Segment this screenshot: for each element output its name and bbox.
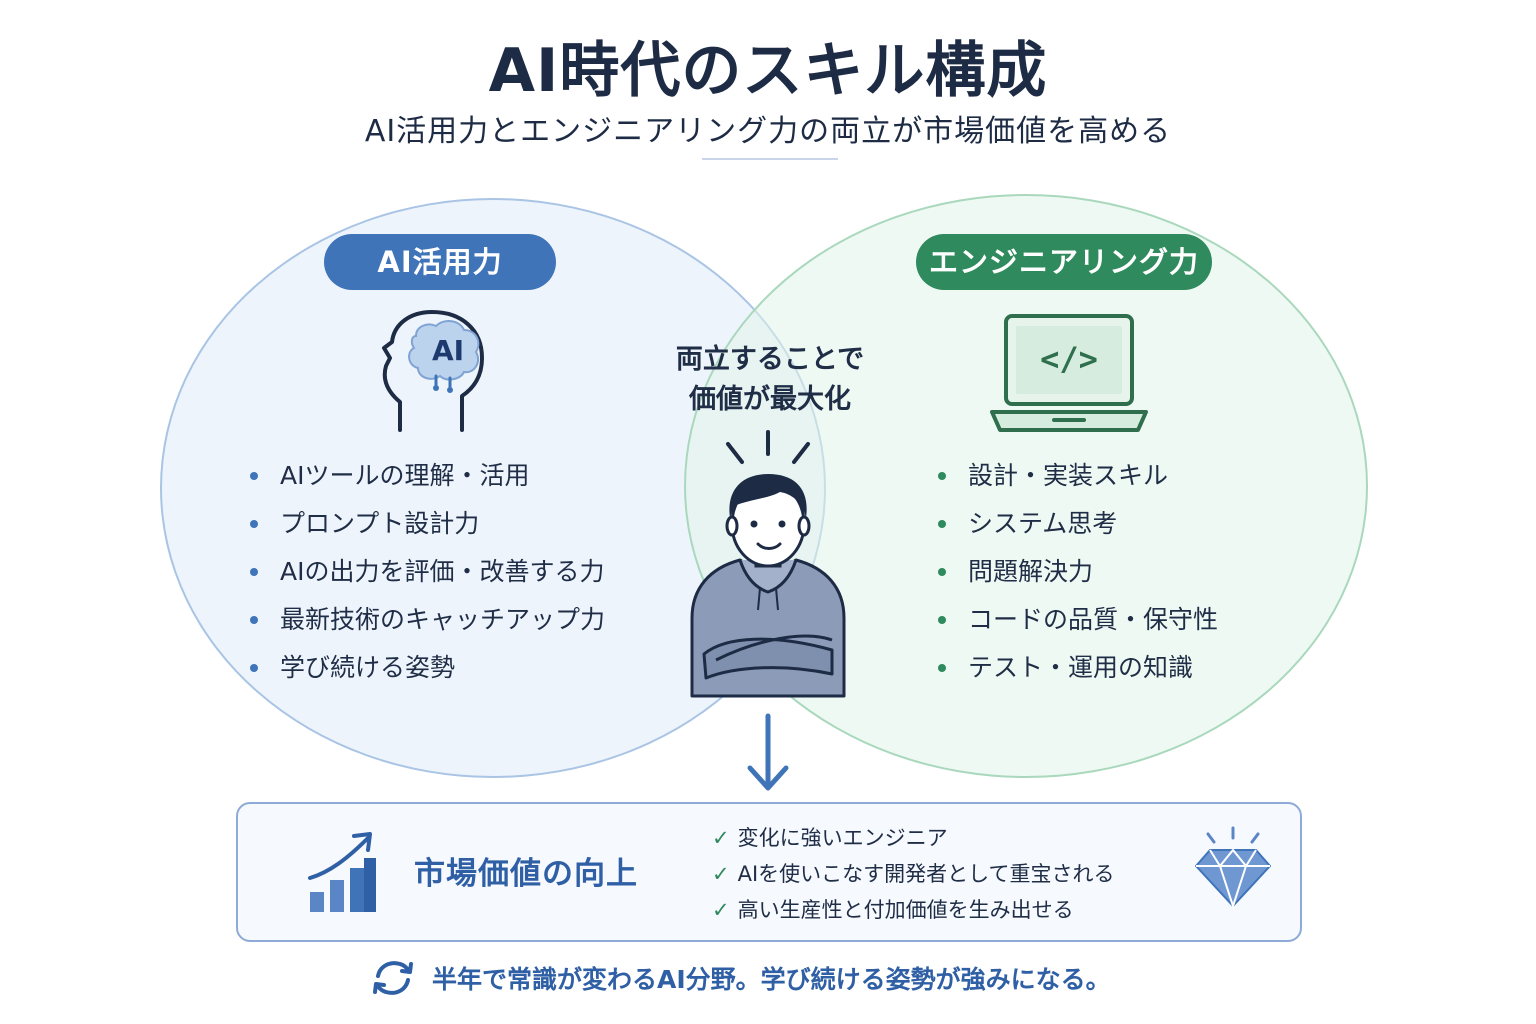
result-title: 市場価値の向上 xyxy=(414,856,638,892)
list-item: AIの出力を評価・改善する力 xyxy=(248,548,605,596)
result-benefit-list: ✓ 変化に強いエンジニア ✓ AIを使いこなす開発者として重宝される ✓ 高い生産性と… xyxy=(712,820,1115,928)
ai-skill-label: AI活用力 xyxy=(324,234,556,290)
list-item: ✓ AIを使いこなす開発者として重宝される xyxy=(712,856,1115,892)
list-item: ✓ 変化に強いエンジニア xyxy=(712,820,1115,856)
benefit-text: 高い生産性と付加価値を生み出せる xyxy=(737,898,1074,922)
intersection-text: 両立することで 価値が最大化 xyxy=(650,340,890,420)
page-subtitle: AI活用力とエンジニアリング力の両立が市場価値を高める xyxy=(364,114,1172,149)
list-item: コードの品質・保守性 xyxy=(936,596,1218,644)
list-item: システム思考 xyxy=(936,500,1218,548)
engineering-skill-list: 設計・実装スキル システム思考 問題解決力 コードの品質・保守性 テスト・運用の… xyxy=(936,452,1218,692)
footer-message: 半年で常識が変わるAI分野。学び続ける姿勢が強みになる。 xyxy=(432,965,1111,994)
list-item: 設計・実装スキル xyxy=(936,452,1218,500)
intersection-line-1: 両立することで xyxy=(675,344,865,375)
list-item: ✓ 高い生産性と付加価値を生み出せる xyxy=(712,892,1115,928)
code-icon-text: </> xyxy=(1040,340,1098,378)
refresh-cycle-icon xyxy=(373,961,413,995)
page-title: AI時代のスキル構成 xyxy=(488,36,1048,106)
ai-icon-text: AI xyxy=(432,334,464,367)
benefit-text: 変化に強いエンジニア xyxy=(737,826,948,850)
person-crossed-arms-icon xyxy=(690,430,846,698)
list-item: AIツールの理解・活用 xyxy=(248,452,605,500)
engineering-skill-label: エンジニアリング力 xyxy=(916,234,1212,290)
check-icon: ✓ xyxy=(712,826,730,850)
diamond-icon xyxy=(1195,826,1271,910)
down-arrow-icon xyxy=(747,713,789,791)
list-item: テスト・運用の知識 xyxy=(936,644,1218,692)
list-item: 学び続ける姿勢 xyxy=(248,644,605,692)
ai-skill-list: AIツールの理解・活用 プロンプト設計力 AIの出力を評価・改善する力 最新技術… xyxy=(248,452,605,692)
ai-brain-head-icon: AI xyxy=(382,310,484,432)
check-icon: ✓ xyxy=(712,898,730,922)
list-item: 問題解決力 xyxy=(936,548,1218,596)
intersection-line-2: 価値が最大化 xyxy=(689,384,851,415)
result-panel xyxy=(236,802,1302,942)
list-item: プロンプト設計力 xyxy=(248,500,605,548)
check-icon: ✓ xyxy=(712,862,730,886)
list-item: 最新技術のキャッチアップ力 xyxy=(248,596,605,644)
growth-chart-icon xyxy=(308,832,376,912)
benefit-text: AIを使いこなす開発者として重宝される xyxy=(737,862,1115,886)
laptop-code-icon: </> xyxy=(990,314,1148,432)
title-divider xyxy=(702,158,838,160)
